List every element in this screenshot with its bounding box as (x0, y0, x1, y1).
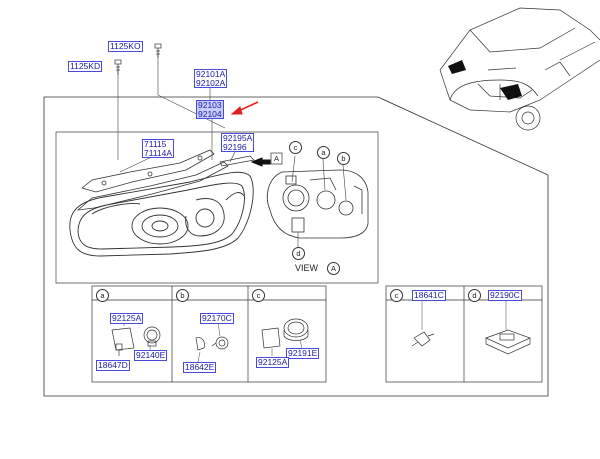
callout-d: d (292, 247, 305, 260)
subbox-c-right-header: c (390, 289, 403, 302)
part-label-92102A: 92102A (196, 77, 226, 88)
part-label-18642E[interactable]: 18642E (183, 362, 217, 373)
bracket-71115 (76, 149, 229, 211)
bolt-1125KD (114, 59, 122, 75)
part-92191E-cap (283, 318, 309, 341)
part-92170C-socket (211, 336, 229, 350)
view-letter-circle: A (327, 262, 340, 275)
leader-b (342, 164, 347, 201)
red-arrow (230, 101, 259, 115)
part-label-71115-group[interactable]: 71115 71114A (142, 139, 175, 158)
bolt-1125KO (154, 43, 162, 58)
leader-a (322, 158, 326, 191)
callout-c: c (289, 141, 302, 154)
part-label-18641C[interactable]: 18641C (412, 290, 446, 301)
part-label-1125KO[interactable]: 1125KO (108, 41, 143, 52)
subbox-abc-frame (91, 285, 327, 383)
car-illustration (439, 7, 600, 131)
part-label-92101A-group[interactable]: 92101A 92102A (194, 69, 228, 88)
callout-b: b (337, 152, 350, 165)
part-label-92104: 92104 (198, 108, 222, 119)
view-arrow-letter: A (273, 154, 279, 163)
subbox-d-header: d (468, 289, 481, 302)
part-label-92103-group[interactable]: 92103 92104 (196, 100, 224, 119)
part-label-92103: 92103 (198, 100, 222, 110)
inner-frame (55, 131, 379, 284)
lamp-back-view (266, 169, 369, 239)
view-label: VIEW (295, 263, 318, 273)
part-92190C-module (485, 329, 531, 355)
part-18647D-bulb (115, 343, 123, 356)
subbox-c-header: c (252, 289, 265, 302)
part-92140E-socket (143, 326, 161, 347)
part-label-92191E[interactable]: 92191E (286, 348, 320, 359)
part-label-92125A-c[interactable]: 92125A (256, 357, 290, 368)
part-18642E-bulb (195, 337, 205, 351)
part-label-92101A: 92101A (196, 69, 226, 79)
car-headlamp-highlight (500, 84, 522, 100)
part-label-92195A: 92195A (223, 133, 253, 143)
view-label-text: VIEW (295, 263, 319, 273)
car-headlamp-highlight-left (448, 60, 466, 74)
part-label-92195A-group[interactable]: 92195A 92196 (221, 133, 255, 152)
part-label-1125KD[interactable]: 1125KD (68, 61, 103, 72)
view-arrow-box (270, 152, 283, 165)
part-92125A-a-gasket (111, 327, 135, 351)
part-label-71114A: 71114A (144, 147, 173, 158)
view-arrow (250, 157, 271, 167)
part-label-92190C[interactable]: 92190C (488, 290, 522, 301)
headlamp-assembly (69, 171, 254, 257)
leader-c (291, 155, 296, 183)
callout-a: a (317, 146, 330, 159)
part-label-92170C[interactable]: 92170C (200, 313, 234, 324)
part-label-92196: 92196 (223, 141, 247, 152)
subbox-a-header: a (96, 289, 109, 302)
leader-1125KO-down (157, 94, 226, 129)
part-label-18647D[interactable]: 18647D (96, 360, 130, 371)
strip-92195A (219, 155, 255, 167)
part-label-92140E[interactable]: 92140E (134, 350, 168, 361)
part-92125A-c-gasket (261, 327, 281, 349)
main-frame (43, 96, 549, 397)
part-18641C-bulb (411, 331, 435, 347)
part-label-71115: 71115 (144, 139, 167, 149)
subbox-b-header: b (176, 289, 189, 302)
part-label-92125A-a[interactable]: 92125A (110, 313, 144, 324)
